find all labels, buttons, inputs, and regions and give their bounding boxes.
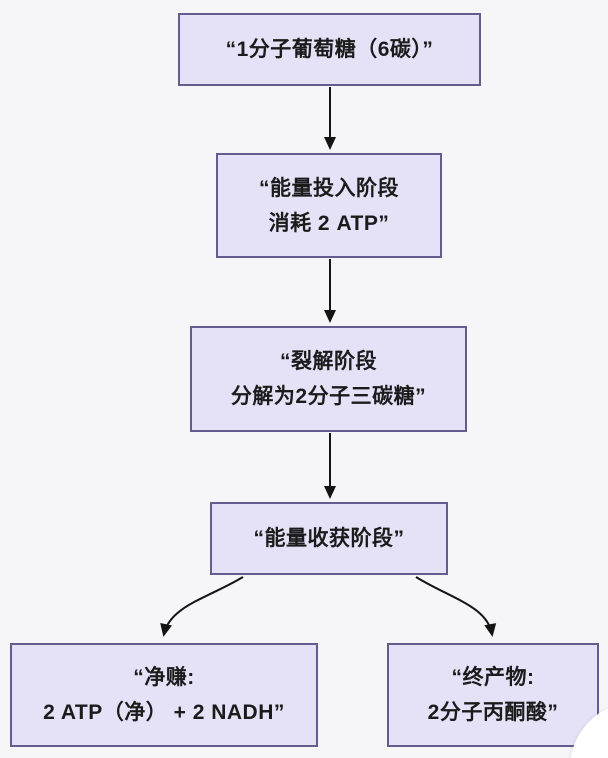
node-cleavage: “裂解阶段 分解为2分子三碳糖” — [190, 326, 467, 432]
arrow-harvest-to-net-gain — [160, 576, 244, 637]
node-energy-harvest-text: “能量收获阶段” — [253, 527, 405, 550]
arrow-harvest-to-end-product — [415, 576, 497, 637]
node-energy-harvest: “能量收获阶段” — [210, 502, 448, 575]
node-net-gain-line1: “净赚: — [133, 666, 195, 689]
node-glucose: “1分子葡萄糖（6碳）” — [178, 13, 481, 86]
node-energy-investment-line1: “能量投入阶段 — [259, 176, 399, 200]
node-energy-investment: “能量投入阶段 消耗 2 ATP” — [216, 153, 442, 258]
node-energy-investment-line2: 消耗 2 ATP” — [268, 211, 390, 235]
node-end-product: “终产物: 2分子丙酮酸” — [387, 643, 599, 747]
node-end-product-line2: 2分子丙酮酸” — [427, 701, 559, 724]
node-cleavage-line1: “裂解阶段 — [280, 350, 377, 373]
node-glucose-text: “1分子葡萄糖（6碳）” — [225, 38, 434, 61]
node-cleavage-line2: 分解为2分子三碳糖” — [230, 385, 427, 408]
node-end-product-line1: “终产物: — [451, 666, 535, 689]
node-net-gain: “净赚: 2 ATP（净） + 2 NADH” — [10, 643, 318, 747]
node-net-gain-line2: 2 ATP（净） + 2 NADH” — [43, 701, 285, 724]
